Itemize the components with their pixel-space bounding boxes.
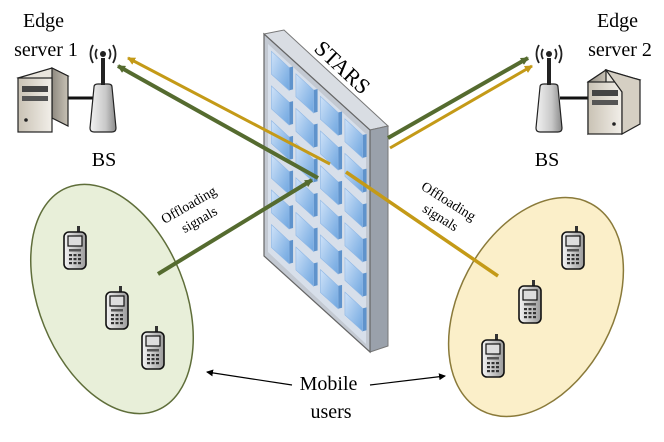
mobile-phone-icon <box>561 226 585 270</box>
stars-element-side <box>313 123 318 148</box>
stars-element-side <box>338 111 343 136</box>
stars-element-side <box>313 193 318 217</box>
edge-server-left-label: Edge server 1 <box>14 10 78 61</box>
stars-element-side <box>338 146 343 171</box>
stars-element-side <box>362 134 367 158</box>
bs-left-label: BS <box>92 149 116 171</box>
stars-element-side <box>289 170 294 195</box>
mobile-phone-icon <box>518 280 542 324</box>
stars-element <box>320 130 339 171</box>
stars-element-side <box>338 250 343 275</box>
signal-arrow-gold-to-bs1 <box>127 56 331 166</box>
signal-arrow-green-to-bs2 <box>387 56 529 140</box>
stars-element <box>271 85 290 126</box>
stars-element <box>344 187 363 228</box>
mobile-phone-icon <box>105 286 129 330</box>
stars-element <box>344 118 363 159</box>
mobile-phone-icon <box>141 326 165 370</box>
stars-element <box>344 152 363 194</box>
signal-arrow-green-uplink <box>156 178 314 276</box>
offloading-signals-right-label: Offloading signals <box>409 180 481 242</box>
stars-element-side <box>362 307 367 332</box>
edge-server-right-label: Edge server 2 <box>588 10 652 61</box>
signal-arrow-green-to-bs1 <box>117 64 319 180</box>
stars-element-side <box>362 203 367 228</box>
stars-element-side <box>362 272 367 297</box>
stars-element <box>344 222 363 263</box>
pointer-arrow-right <box>369 373 446 386</box>
stars-element <box>320 199 339 241</box>
pointer-arrow-left <box>206 369 293 386</box>
stars-element <box>271 223 290 265</box>
stars-element <box>295 246 314 287</box>
signal-arrow-gold-to-bs2 <box>389 64 533 150</box>
server-icon <box>16 67 70 133</box>
stars-element-side <box>289 205 294 230</box>
mobile-users-label: Mobile users <box>300 373 363 423</box>
stars-element <box>344 291 363 332</box>
stars-element-side <box>338 180 343 205</box>
stars-element-side <box>362 238 367 262</box>
antenna-tower-icon <box>535 44 563 133</box>
stars-element <box>344 256 363 298</box>
stars-surface <box>262 29 390 354</box>
stars-element-side <box>289 135 294 160</box>
stars-element <box>320 164 339 206</box>
stars-element <box>320 95 339 137</box>
stars-element-side <box>313 89 318 113</box>
mobile-phone-icon <box>481 334 505 378</box>
stars-element-side <box>362 168 367 193</box>
antenna-tower-icon <box>89 44 117 133</box>
stars-element-side <box>289 239 294 264</box>
mobile-phone-icon <box>63 226 87 270</box>
stars-element-side <box>289 101 294 126</box>
bs-right-label: BS <box>535 149 559 171</box>
signal-arrow-gold-uplink <box>345 170 499 278</box>
server-icon <box>586 68 642 136</box>
stars-element-side <box>338 215 343 240</box>
stars-element <box>295 73 314 114</box>
stars-element-side <box>313 262 318 287</box>
stars-element-side <box>313 227 318 252</box>
stars-element <box>295 107 314 149</box>
stars-element <box>320 234 339 275</box>
stars-element <box>295 211 314 253</box>
stars-element <box>271 50 290 92</box>
stars-element <box>320 268 339 310</box>
stars-element-side <box>338 284 343 309</box>
stars-element-side <box>289 66 294 91</box>
